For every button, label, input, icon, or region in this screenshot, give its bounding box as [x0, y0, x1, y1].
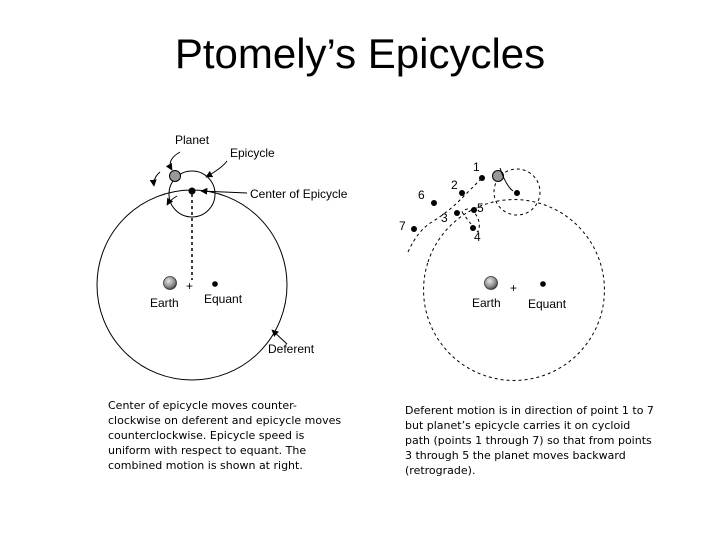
earth-label: Earth [150, 296, 179, 310]
point-label-4: 4 [474, 230, 481, 244]
left-diagram: + Planet Epicycle Center of Epicycle Ear… [96, 133, 348, 381]
path-point-2 [459, 190, 465, 196]
motion-arrow-deferent [166, 195, 178, 206]
right-earth-marker [484, 276, 498, 290]
epicycle-label: Epicycle [230, 146, 275, 160]
epicycle-center-dot [188, 187, 196, 195]
path-point-4 [470, 225, 476, 231]
right-deferent-circle [423, 199, 605, 381]
point-label-6: 6 [418, 188, 425, 202]
right-epicycle-center-dot [514, 190, 520, 196]
right-diagram: + 1 2 3 4 5 6 7 Earth Equant [399, 160, 605, 381]
point-label-7: 7 [399, 219, 406, 233]
cycloid-path [407, 177, 483, 253]
epicycle-arrow [205, 160, 228, 178]
motion-arrow-epicycle [149, 171, 161, 187]
planet-label: Planet [175, 133, 210, 147]
point-label-2: 2 [451, 178, 458, 192]
right-earth-label: Earth [472, 296, 501, 310]
center-arrow [200, 187, 248, 195]
path-point-7 [411, 226, 417, 232]
right-epicycle-circle [493, 168, 541, 216]
planet-arrow [165, 151, 181, 171]
left-caption: Center of epicycle moves counter-clockwi… [108, 399, 342, 472]
path-point-3 [454, 210, 460, 216]
slide-title: Ptomely’s Epicycles [174, 30, 546, 77]
right-center-cross: + [510, 281, 517, 295]
right-epicycle-radius [499, 167, 514, 192]
right-equant-label: Equant [528, 297, 567, 311]
right-caption: Deferent motion is in direction of point… [405, 404, 654, 477]
point-label-3: 3 [441, 211, 448, 225]
earth-marker [163, 276, 177, 290]
equant-dot [212, 281, 218, 287]
right-equant-dot [540, 281, 546, 287]
deferent-arrow [271, 329, 288, 345]
path-point-6 [431, 200, 437, 206]
deferent-label: Deferent [268, 342, 315, 356]
center-of-epicycle-label: Center of Epicycle [250, 187, 348, 201]
planet-marker [169, 170, 181, 182]
equant-label: Equant [204, 292, 243, 306]
point-label-5: 5 [477, 201, 484, 215]
epicycle-circle [168, 170, 216, 218]
point-label-1: 1 [473, 160, 480, 174]
path-point-1 [479, 175, 485, 181]
center-cross: + [186, 279, 193, 293]
path-point-5 [471, 207, 477, 213]
